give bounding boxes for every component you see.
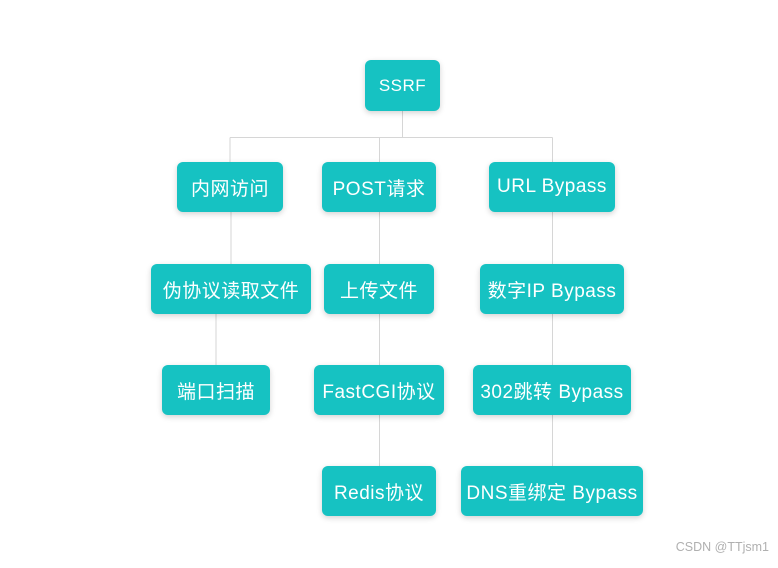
node-file-upload: 上传文件 [324, 264, 434, 314]
node-302-redirect-bypass: 302跳转 Bypass [473, 365, 631, 415]
node-numeric-ip-bypass: 数字IP Bypass [480, 264, 624, 314]
node-dns-rebinding-bypass: DNS重绑定 Bypass [461, 466, 643, 516]
node-intranet-access: 内网访问 [177, 162, 283, 212]
node-pseudo-protocol-read-file: 伪协议读取文件 [151, 264, 311, 314]
node-post-request: POST请求 [322, 162, 436, 212]
node-url-bypass: URL Bypass [489, 162, 615, 212]
node-redis-protocol: Redis协议 [322, 466, 436, 516]
node-ssrf: SSRF [365, 60, 440, 111]
node-port-scan: 端口扫描 [162, 365, 270, 415]
watermark: CSDN @TTjsm1 [675, 540, 769, 554]
node-fastcgi-protocol: FastCGI协议 [314, 365, 444, 415]
